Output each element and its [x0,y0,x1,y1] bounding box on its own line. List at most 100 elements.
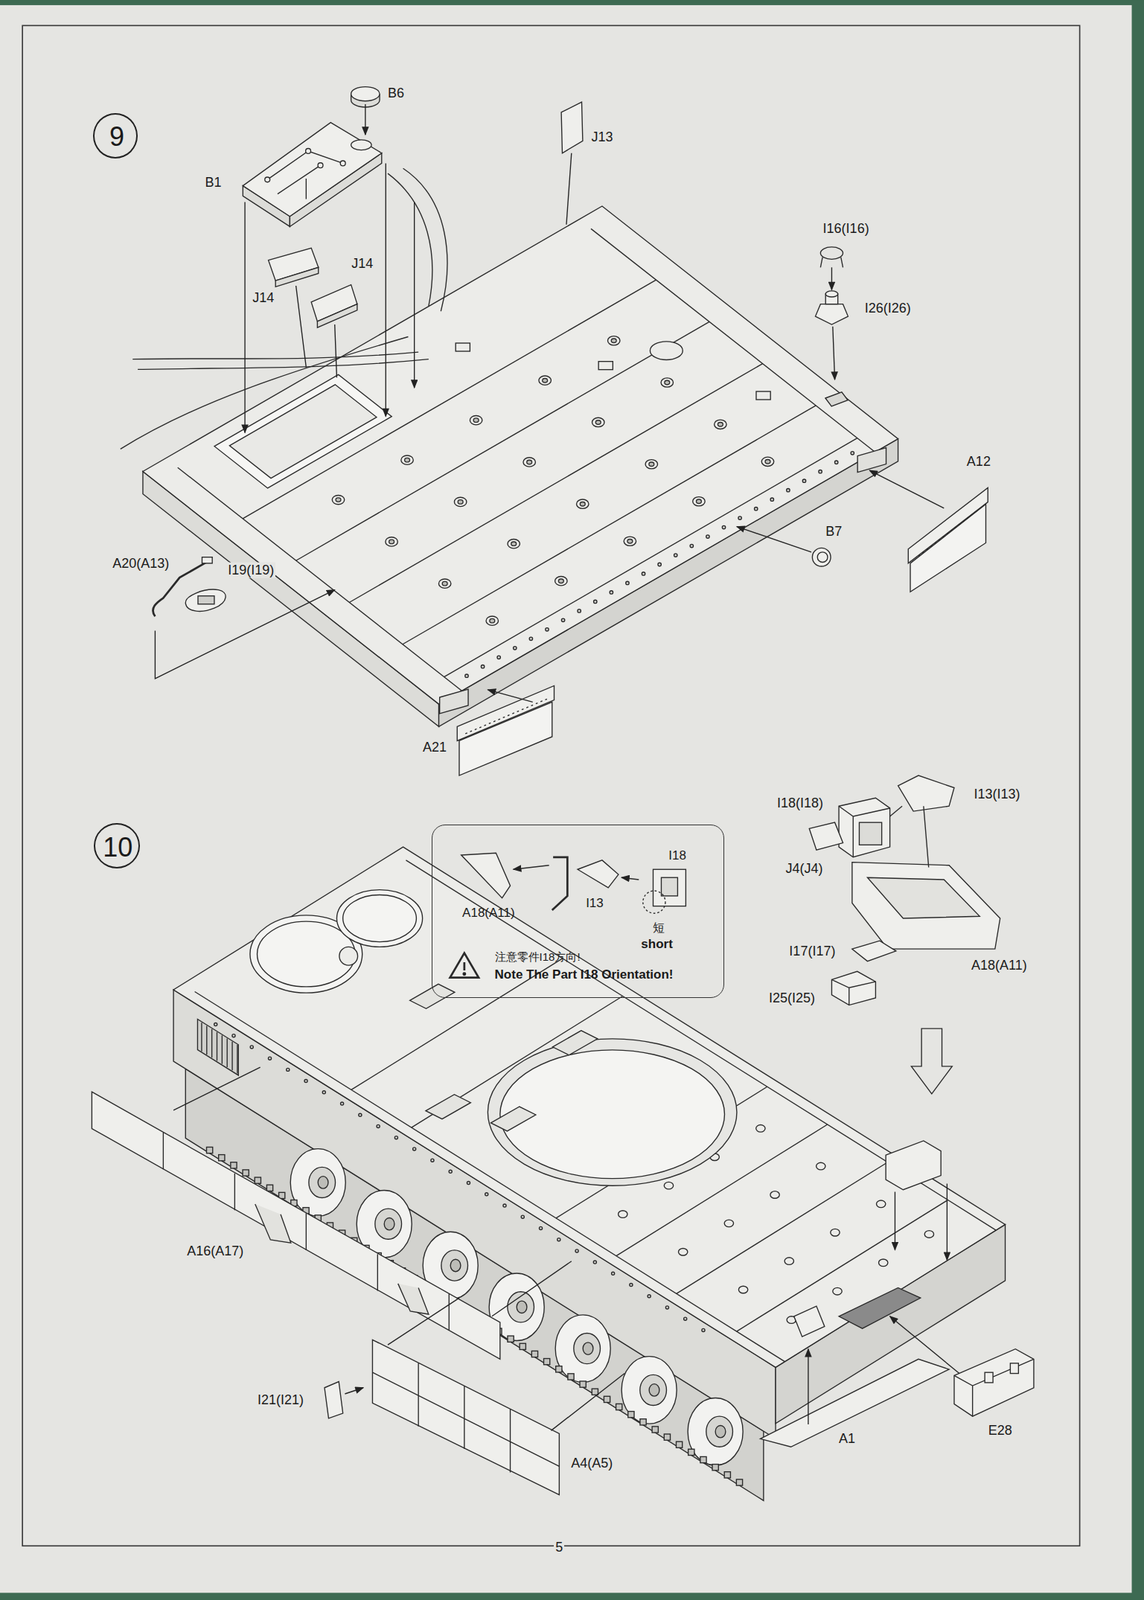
step-number-circle: 9 [93,113,138,159]
hull-step10 [603,1396,610,1403]
exploded-part [852,862,1001,950]
hull-step10 [267,1056,271,1060]
exploded-part [351,87,380,102]
exploded-part [923,806,929,868]
exploded-part [185,589,226,612]
hull-deck-step9 [526,459,533,464]
exploded-part [305,148,312,155]
hull-step10 [413,1147,417,1151]
exploded-part [954,1359,1034,1417]
page-number: 5 [553,1539,565,1555]
hull-step10 [236,1045,238,1074]
hull-step10 [227,1039,228,1068]
hull-step10 [266,1184,273,1191]
hull-deck-step9 [756,391,771,400]
hull-step10 [579,1381,586,1388]
hull-step10 [339,946,359,966]
orientation-sketch [461,852,511,898]
hull-step10 [232,1034,236,1038]
hull-step10 [582,1342,594,1355]
exploded-part [465,698,548,734]
hull-deck-step9 [598,361,613,370]
exploded-part [815,304,849,325]
hull-deck-step9 [579,501,586,506]
leader-line [413,202,415,389]
hull-deck-step9 [590,228,876,452]
hull-step10 [684,1317,687,1321]
part-label: I13 [585,896,604,912]
exploded-part [201,557,213,564]
step-number-circle: 10 [93,823,140,869]
hull-deck-step9 [609,590,613,594]
exploded-part [858,822,882,845]
exploded-part [255,1204,429,1315]
hull-deck-step9 [593,599,597,603]
orientation-sketch [450,953,479,979]
hull-step10 [304,1079,308,1083]
hull-step10 [317,1176,329,1189]
hull-deck-step9 [754,506,758,510]
hull-deck-step9 [523,457,536,467]
hull-deck-step9 [695,499,702,504]
part-number: I25(I25) [767,990,817,1007]
part-number: I26(I26) [863,300,913,317]
part-number: A1 [837,1431,857,1447]
part-label: A18(A11) [462,905,516,921]
part-number: A4(A5) [569,1455,615,1472]
hull-step10 [611,1272,615,1275]
hull-step10 [675,1441,682,1448]
part-number: A21 [421,739,449,755]
part-number: A18(A11) [969,957,1029,974]
hull-step10 [206,1146,213,1153]
hull-deck-step9 [438,579,451,589]
hull-deck-step9 [623,536,636,546]
hull-deck-step9 [465,674,469,678]
hull-step10 [652,1426,658,1433]
warning-text: 注意零件I18方向! [494,950,581,964]
leader-line [385,163,387,417]
hull-deck-step9 [657,562,661,566]
leader-line [344,1388,364,1395]
hull-step10 [450,1259,461,1272]
hull-step10 [425,1094,471,1120]
leader-line [869,470,944,509]
part-label: I18 [668,848,687,864]
hull-step10 [286,1068,290,1072]
hull-deck-step9 [850,451,854,455]
hull-deck-step9 [385,537,398,547]
exploded-part [372,1339,559,1495]
hull-step10 [441,1250,469,1281]
hull-deck-step9 [818,470,822,474]
orientation-sketch [450,852,687,978]
hull-deck-step9 [576,499,589,509]
hull-deck-step9 [513,646,517,650]
hull-deck-step9 [577,609,581,613]
leader-line [334,324,338,378]
exploded-part [561,101,583,154]
hull-step10 [430,1158,434,1162]
exploded-part [867,877,980,919]
leader-line [566,153,572,225]
leader-line [487,689,533,702]
exploded-part [197,596,215,605]
leader-line [387,1298,460,1345]
hull-step10 [394,1136,398,1140]
exploded-part [267,151,343,199]
hull-step10 [593,1260,597,1264]
exploded-part [120,87,988,776]
hull-step10 [544,1359,551,1366]
hull-deck-step9 [625,581,629,585]
exploded-part [242,122,382,217]
leader-line [154,104,944,702]
hull-step10 [173,847,1005,1368]
hull-deck-step9 [469,416,482,425]
hull-step10 [649,1384,660,1397]
leader-line [894,1192,896,1251]
hull-deck-step9 [555,576,568,586]
hull-deck-step9 [177,467,463,691]
hull-step10 [336,890,423,948]
part-number: I21(I21) [256,1392,306,1409]
exploded-part [838,797,891,858]
